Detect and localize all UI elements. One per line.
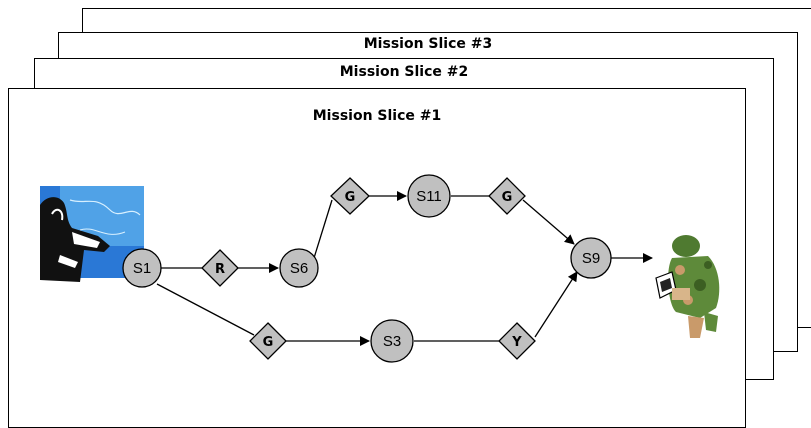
gate-g-bottom-left: G — [249, 322, 287, 360]
svg-text:S9: S9 — [582, 250, 600, 267]
node-s1: S1 — [122, 248, 162, 288]
node-s6: S6 — [279, 248, 319, 288]
edge-s6-g — [313, 199, 333, 259]
gate-g-top-right: G — [488, 177, 526, 215]
node-s11: S11 — [407, 174, 451, 218]
svg-text:S1: S1 — [133, 260, 151, 277]
edge-s1-g — [156, 283, 255, 336]
svg-text:S3: S3 — [383, 333, 401, 350]
edges — [156, 191, 653, 346]
edge-y-s9 — [534, 271, 578, 338]
svg-text:S6: S6 — [290, 260, 308, 277]
slice-title: Mission Slice #3 — [363, 36, 493, 52]
gate-y: Y — [498, 322, 536, 360]
node-s9: S9 — [570, 237, 612, 279]
gate-g-top-left: G — [330, 177, 370, 215]
slice-title: Mission Slice #1 — [312, 108, 442, 124]
svg-text:G: G — [345, 190, 356, 205]
mission-flow-diagram: S1 S6 S11 S3 S9 R G G G Y — [40, 174, 720, 363]
edge-g-s9 — [522, 199, 575, 245]
soldier-with-laptop-icon — [655, 235, 720, 338]
svg-text:G: G — [502, 190, 513, 205]
commander-with-map-icon — [40, 186, 144, 282]
svg-text:G: G — [263, 335, 274, 350]
slice-title: Mission Slice #2 — [339, 64, 469, 80]
gate-r: R — [201, 249, 239, 287]
svg-text:S11: S11 — [416, 188, 442, 205]
svg-text:Y: Y — [511, 335, 522, 350]
node-s3: S3 — [370, 319, 414, 363]
svg-text:R: R — [215, 262, 225, 277]
